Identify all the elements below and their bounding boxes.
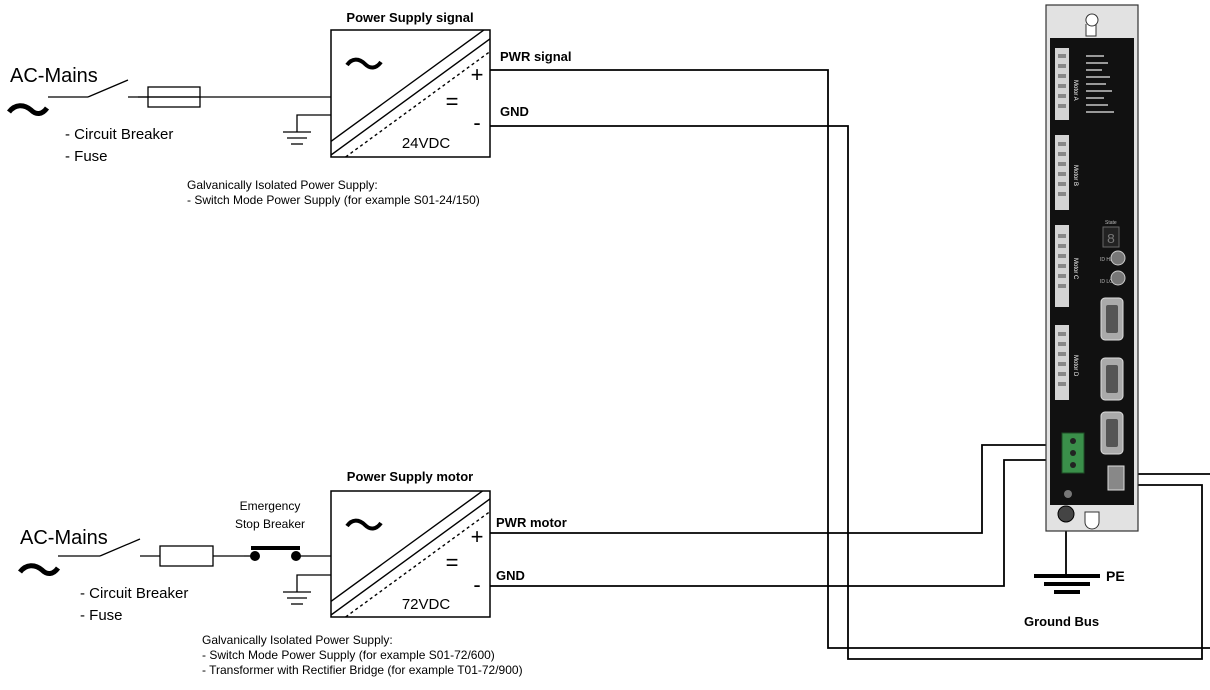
signal-protection-1: - Circuit Breaker [65, 126, 173, 143]
motor-b-label: Motor B [1072, 165, 1078, 186]
motor-d-label: Motor D [1072, 355, 1078, 377]
estop-label-2: Stop Breaker [235, 517, 305, 531]
signal-minus-symbol: - [473, 110, 480, 135]
power-terminal-block [1061, 432, 1085, 474]
signal-note-1: - Switch Mode Power Supply (for example … [187, 193, 480, 207]
motor-supply-title: Power Supply motor [347, 469, 473, 484]
motor-ac-mains-label: AC-Mains [20, 527, 108, 549]
motor-ac-symbol [18, 563, 61, 576]
signal-ac-mains-label: AC-Mains [10, 65, 98, 87]
signal-supply-title: Power Supply signal [346, 10, 473, 25]
rotary-switch-high[interactable] [1110, 250, 1126, 266]
motor-c-label: Motor C [1072, 258, 1078, 280]
svg-text:8: 8 [1107, 232, 1115, 248]
motor-circuit-breaker [58, 538, 160, 557]
motor-minus-symbol: - [473, 572, 480, 597]
signal-protection-2: - Fuse [65, 148, 108, 165]
signal-plus-symbol: + [471, 62, 484, 87]
signal-supply-box: = + - 24VDC [330, 29, 491, 158]
state-label: State [1105, 220, 1117, 226]
motor-supply-box: = + - 72VDC [330, 490, 491, 618]
estop-label-1: Emergency [240, 499, 301, 513]
motor-ground-symbol [283, 574, 332, 605]
signal-voltage-label: 24VDC [402, 135, 451, 152]
mounting-hole-top [1085, 13, 1099, 37]
gnd-signal-wire [490, 125, 1203, 660]
aux-terminal [1107, 465, 1125, 491]
mounting-hole-bottom [1084, 511, 1100, 530]
motor-note-title: Galvanically Isolated Power Supply: [202, 633, 393, 647]
signal-pwr-label: PWR signal [500, 49, 572, 64]
motor-dc-symbol: = [446, 550, 459, 575]
motor-pwr-label: PWR motor [496, 515, 567, 530]
motor-gnd-label: GND [496, 568, 525, 583]
signal-dc-symbol: = [446, 89, 459, 114]
state-display [1102, 226, 1120, 248]
pwr-signal-wire [490, 69, 1210, 649]
gnd-motor-wire [490, 459, 1055, 587]
signal-supply-section: AC-Mains - Circuit Breaker - Fuse Power … [7, 10, 572, 207]
pwr-motor-wire [490, 444, 1055, 534]
motor-note-2: - Transformer with Rectifier Bridge (for… [202, 663, 523, 677]
pe-label: PE [1106, 568, 1125, 584]
signal-note-title: Galvanically Isolated Power Supply: [187, 178, 378, 192]
motor-protection-1: - Circuit Breaker [80, 585, 188, 602]
ground-bus-label: Ground Bus [1024, 614, 1099, 629]
rotary-switch-low[interactable] [1110, 270, 1126, 286]
motor-voltage-label: 72VDC [402, 596, 451, 613]
motor-fuse [159, 545, 214, 567]
controller-device: Motor A Motor B Motor C Motor D [1045, 4, 1139, 532]
pe-ground-symbol [1034, 574, 1100, 594]
motor-protection-2: - Fuse [80, 607, 123, 624]
signal-gnd-label: GND [500, 104, 529, 119]
motor-supply-section: AC-Mains Emergency Stop Breaker - Circui… [18, 469, 567, 677]
id-low-label: ID LOW [1100, 279, 1118, 285]
motor-note-1: - Switch Mode Power Supply (for example … [202, 648, 495, 662]
motor-plus-symbol: + [471, 524, 484, 549]
signal-ac-symbol [7, 103, 50, 116]
emergency-stop-breaker [244, 546, 332, 561]
signal-ground-symbol [283, 114, 332, 145]
motor-a-label: Motor A [1072, 80, 1078, 101]
id-high-label: ID HIGH [1100, 257, 1119, 263]
